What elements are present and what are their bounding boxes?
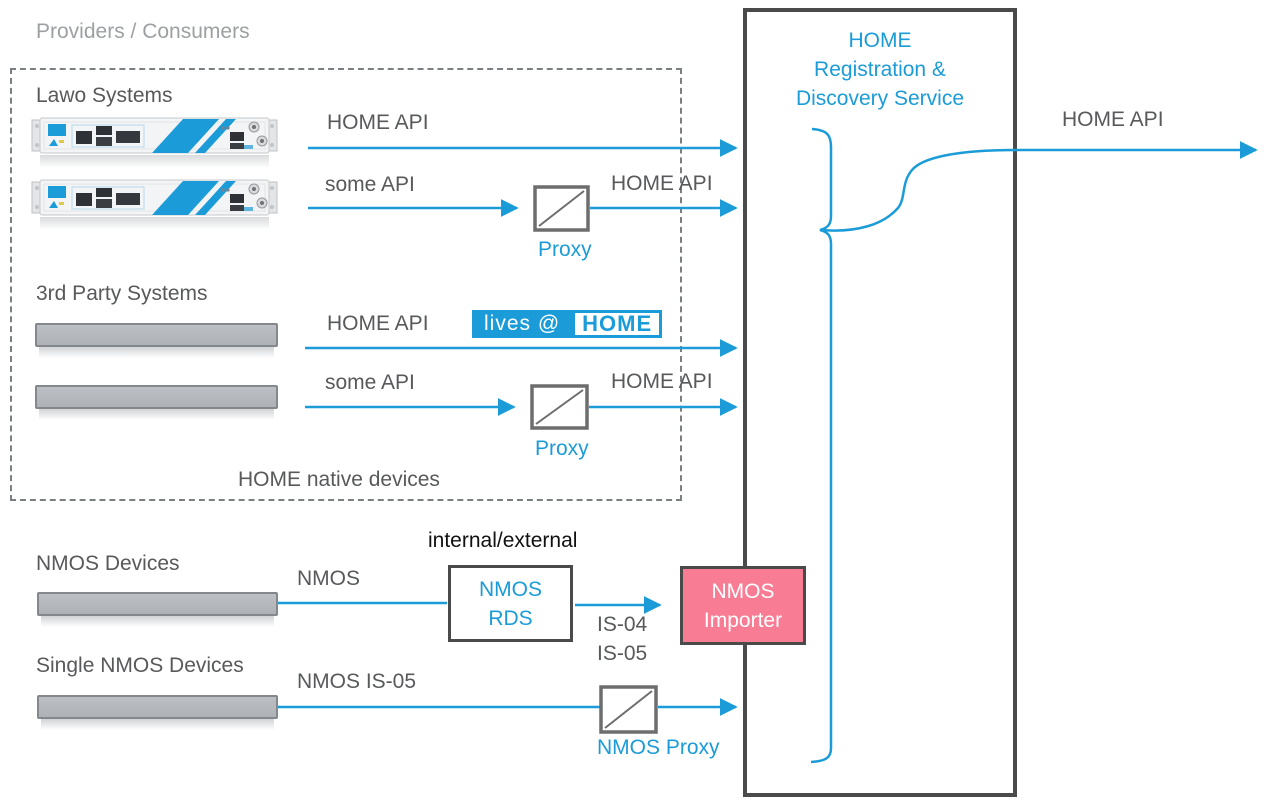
internal-external-label: internal/external — [428, 529, 578, 552]
nmos-rds-line2: RDS — [488, 606, 533, 630]
third-party-device-bar-1 — [35, 323, 278, 358]
home-rds-title: HOME Registration & Discovery Service — [747, 26, 1013, 113]
home-rds-title-line2: Registration & — [814, 58, 946, 81]
nmos-importer-box: NMOS Importer — [680, 566, 806, 645]
is04-label: IS-04 — [597, 613, 648, 636]
nmos-proxy-label: NMOS Proxy — [597, 736, 720, 759]
lives-at-home-badge: lives @ HOME — [472, 310, 663, 338]
providers-consumers-label: Providers / Consumers — [36, 20, 250, 43]
single-nmos-devices-label: Single NMOS Devices — [36, 654, 244, 677]
proxy-1-label: Proxy — [538, 238, 592, 261]
lawo-home-api-label: HOME API — [327, 111, 429, 134]
home-rds-box: HOME Registration & Discovery Service — [743, 8, 1017, 797]
nmos-proxy-icon — [599, 685, 658, 734]
tp-some-api-label: some API — [325, 371, 415, 394]
home-rds-title-line1: HOME — [848, 29, 912, 52]
nmos-importer-line2: Importer — [703, 608, 783, 632]
lawo-proxy-home-api-label: HOME API — [611, 172, 713, 195]
proxy-2-label: Proxy — [535, 437, 589, 460]
nmos-is05-label: NMOS IS-05 — [297, 670, 417, 693]
nmos-importer-line1: NMOS — [711, 579, 775, 603]
lives-at-home-badge-left: lives @ — [472, 310, 573, 338]
third-party-device-bar-2 — [35, 385, 278, 420]
nmos-rds-box: NMOS RDS — [448, 565, 573, 642]
single-nmos-device-bar — [37, 695, 278, 730]
home-api-out-label: HOME API — [1062, 108, 1164, 131]
home-native-devices-caption: HOME native devices — [238, 468, 440, 491]
tp-proxy-home-api-label: HOME API — [611, 370, 713, 393]
nmos-devices-label: NMOS Devices — [36, 552, 180, 575]
nmos-rds-line1: NMOS — [479, 577, 542, 601]
nmos-connection-label: NMOS — [297, 567, 360, 590]
is05-label: IS-05 — [597, 642, 648, 665]
home-native-devices-group-box — [10, 68, 682, 501]
lawo-some-api-label: some API — [325, 173, 415, 196]
third-party-systems-label: 3rd Party Systems — [36, 282, 208, 305]
home-rds-title-line3: Discovery Service — [795, 87, 965, 110]
nmos-device-bar — [37, 592, 278, 627]
tp-home-api-label: HOME API — [327, 312, 429, 335]
lawo-systems-label: Lawo Systems — [36, 84, 173, 107]
lives-at-home-badge-right: HOME — [572, 310, 663, 338]
